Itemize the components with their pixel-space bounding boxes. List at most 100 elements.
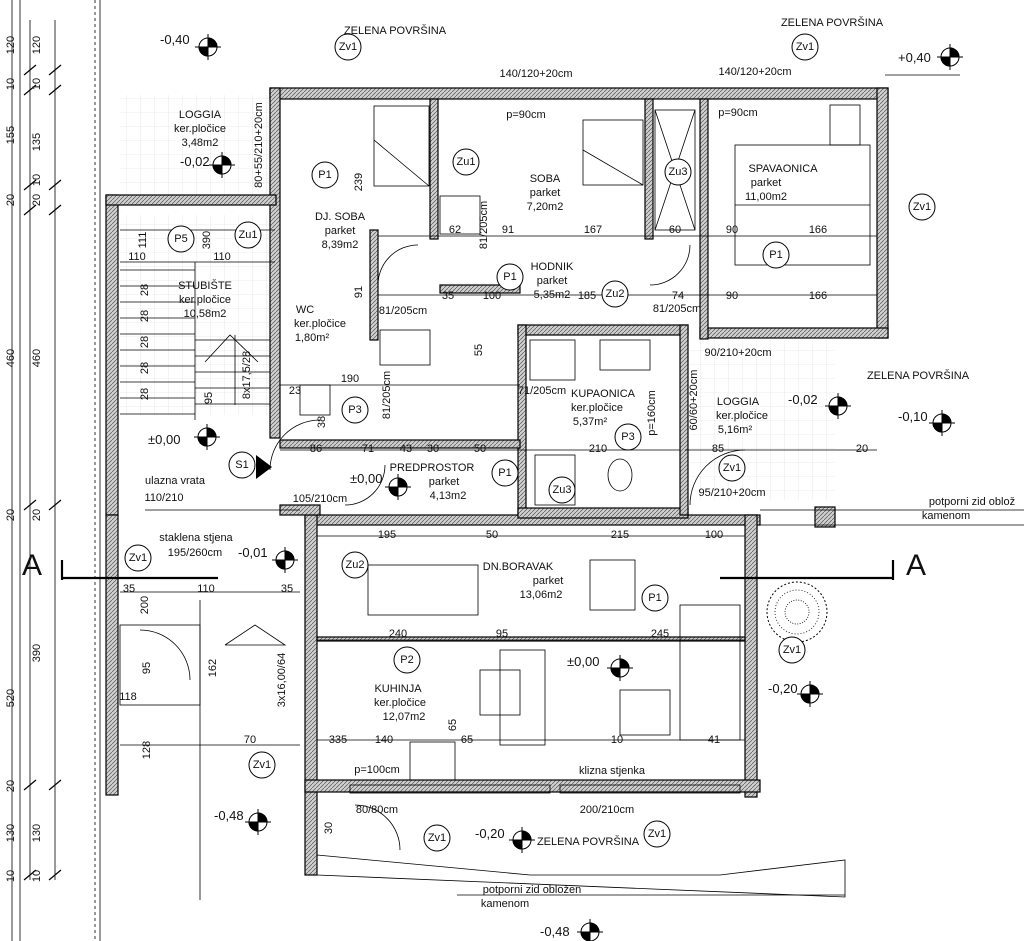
dim-label: 20: [31, 509, 43, 521]
dim-label: 28: [139, 388, 151, 400]
dim-label: 190: [341, 373, 359, 385]
dim-label: 65: [461, 734, 473, 746]
tag-label: P2: [400, 654, 413, 666]
tag-label: Zu1: [457, 156, 476, 168]
opening-label: 3x16,00/64: [276, 653, 288, 707]
dim-label: 20: [5, 194, 17, 206]
tag-label: Zv1: [723, 462, 741, 474]
dim-label: 65: [447, 719, 459, 731]
dim-label: 240: [389, 628, 407, 640]
dim-label: 520: [5, 689, 17, 707]
dim-label: 120: [5, 36, 17, 54]
green-area-label: ZELENA POVRŠINA: [537, 835, 640, 848]
dim-label: 62: [449, 224, 461, 236]
dim-label: 20: [5, 509, 17, 521]
tag-label: P1: [769, 249, 782, 261]
tag-label: Zv1: [428, 832, 446, 844]
dim-label: 35: [123, 583, 135, 595]
dim-label: 20: [5, 780, 17, 792]
dimension-lines: [11, 0, 1024, 941]
dim-label: 95: [141, 662, 153, 674]
dim-label: 140: [375, 734, 393, 746]
dim-label: 10: [5, 78, 17, 90]
dim-label: 70: [244, 734, 256, 746]
tag-label: P3: [348, 404, 361, 416]
level-label: -0,20: [768, 681, 798, 696]
dim-label: 28: [139, 362, 151, 374]
dim-label: 20: [31, 194, 43, 206]
dim-label: 23: [289, 385, 301, 397]
dim-label: 85: [712, 443, 724, 455]
dim-label: 210: [589, 443, 607, 455]
dim-label: 71: [362, 443, 374, 455]
green-area-label: ZELENA POVRŠINA: [344, 24, 447, 37]
opening-label: p=90cm: [718, 107, 757, 119]
tag-label: P5: [174, 233, 187, 245]
opening-label: 81/205cm: [653, 303, 701, 315]
dim-label: 50: [486, 529, 498, 541]
dim-label: 460: [31, 349, 43, 367]
opening-label: 81/205cm: [381, 371, 393, 419]
level-label: -0,40: [160, 32, 190, 47]
dim-label: 28: [139, 310, 151, 322]
dim-label: 110: [128, 251, 146, 263]
dim-label: 390: [201, 231, 213, 249]
level-label: ±0,00: [148, 432, 180, 447]
dim-label: 10: [5, 870, 17, 882]
tag-label: Zu3: [669, 166, 688, 178]
tag-label: Zv1: [913, 201, 931, 213]
tag-label: Zu2: [606, 288, 625, 300]
opening-label: 200/210cm: [580, 804, 634, 816]
dim-label: 239: [353, 173, 365, 191]
dim-label: 166: [809, 224, 827, 236]
dim-label: 55: [473, 344, 485, 356]
dim-label: 20: [856, 443, 868, 455]
dim-label: 335: [329, 734, 347, 746]
dim-label: 90: [726, 224, 738, 236]
tag-label: Zu1: [239, 229, 258, 241]
dim-label: 118: [119, 691, 137, 703]
dim-label: 167: [584, 224, 602, 236]
dim-label: 195: [378, 529, 396, 541]
opening-label: 60/60+20cm: [688, 370, 700, 431]
dim-label: 10: [31, 174, 43, 186]
dim-label: 28: [139, 284, 151, 296]
dim-label: 35: [281, 583, 293, 595]
dim-label: 60: [669, 224, 681, 236]
dim-label: 35: [442, 290, 454, 302]
tag-label: Zv1: [796, 41, 814, 53]
green-area-label: ZELENA POVRŠINA: [781, 16, 884, 29]
tag-label: S1: [235, 459, 248, 471]
dim-label: 215: [611, 529, 629, 541]
dim-label: 460: [5, 349, 17, 367]
tag-label: Zv1: [339, 41, 357, 53]
dim-label: 130: [31, 824, 43, 842]
tag-label: P3: [621, 431, 634, 443]
dim-label: 30: [427, 443, 439, 455]
opening-label: 95/210+20cm: [699, 487, 766, 499]
dim-label: 155: [5, 126, 17, 144]
tag-label: P1: [503, 271, 516, 283]
dim-label: 135: [31, 133, 43, 151]
opening-label: 80+55/210+20cm: [253, 102, 265, 188]
opening-label: p=100cm: [354, 764, 400, 776]
sliding-wall-label: klizna stjenka: [579, 765, 646, 777]
level-label: -0,02: [788, 392, 818, 407]
tag-label: Zv1: [783, 644, 801, 656]
dim-label: 166: [809, 290, 827, 302]
tag-label: P1: [318, 169, 331, 181]
tag-label: P1: [498, 467, 511, 479]
floor-fills: [120, 95, 835, 500]
walls: [105, 87, 889, 876]
detail-tags: [124, 33, 936, 852]
dim-label: 38: [316, 416, 328, 428]
dim-label: 200: [139, 596, 151, 614]
dim-label: 162: [207, 659, 219, 677]
